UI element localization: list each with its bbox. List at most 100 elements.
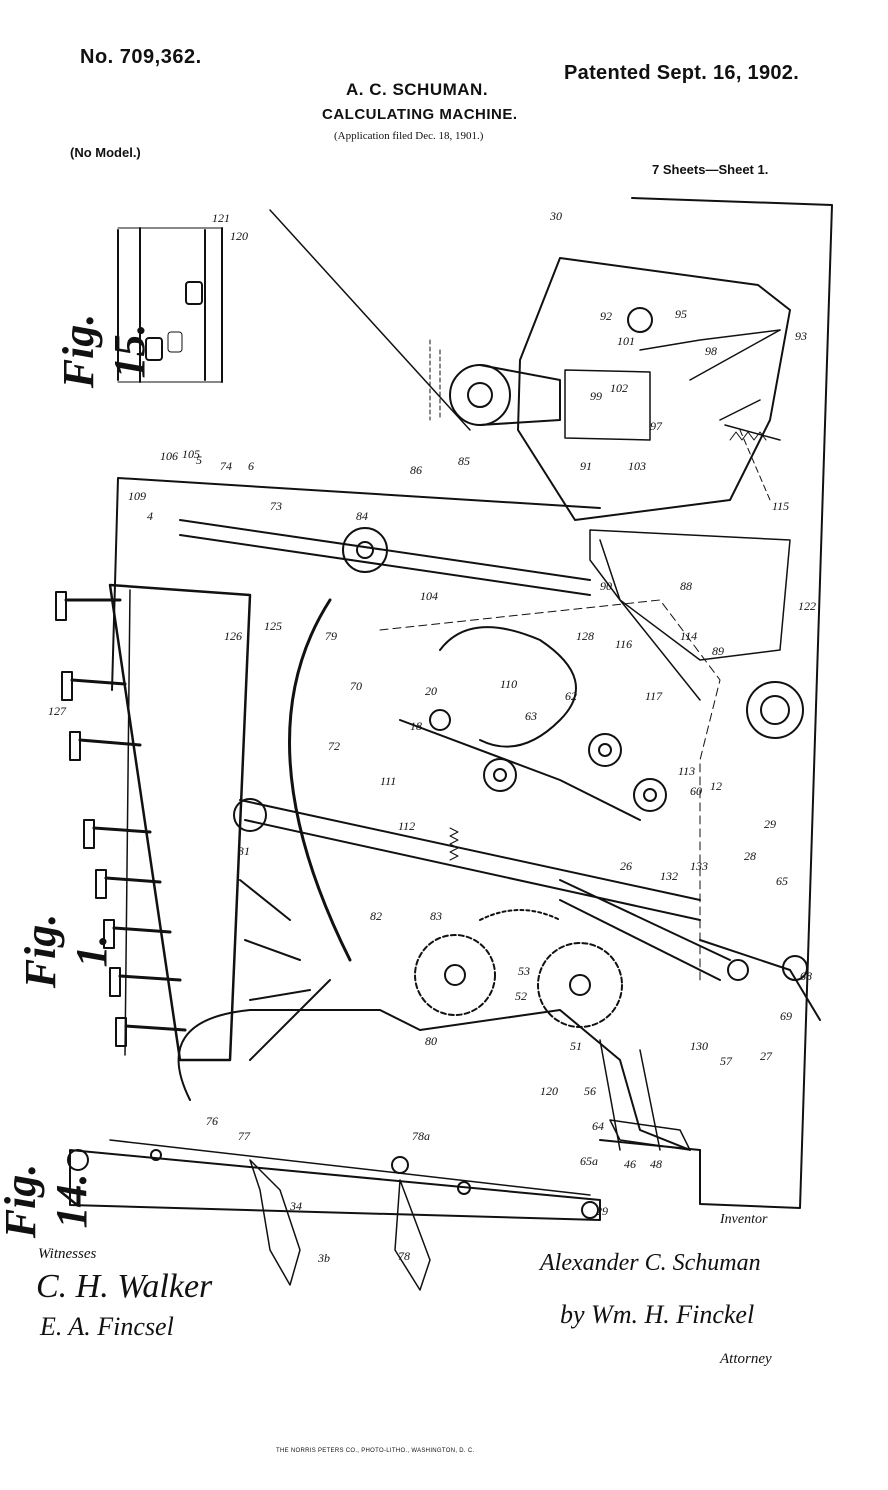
ref-27: 27 (760, 1049, 773, 1063)
ref-91: 91 (580, 459, 592, 473)
fig15-detail (117, 227, 223, 383)
ref-111: 111 (380, 774, 396, 788)
ref-56: 56 (584, 1084, 596, 1098)
ref-78a: 78a (412, 1129, 430, 1143)
ref-60: 60 (690, 784, 702, 798)
ref-103: 103 (628, 459, 646, 473)
ref-126: 126 (224, 629, 242, 643)
ref-106: 106 (160, 449, 178, 463)
ref-95: 95 (675, 307, 687, 321)
ref-127: 127 (48, 704, 67, 718)
ref-28: 28 (744, 849, 756, 863)
ref-90: 90 (600, 579, 612, 593)
ref-20: 20 (425, 684, 437, 698)
witness-signature-1: C. H. Walker (36, 1268, 213, 1305)
attorney-label: Attorney (720, 1351, 772, 1367)
ref-121: 121 (212, 211, 230, 225)
ref-133: 133 (690, 859, 708, 873)
ref-83: 83 (430, 909, 442, 923)
ref-6: 6 (248, 459, 254, 473)
ref-98: 98 (705, 344, 717, 358)
ref-63: 63 (525, 709, 537, 723)
ref-29: 29 (764, 817, 776, 831)
witnesses-label: Witnesses (38, 1246, 97, 1262)
ref-51: 51 (570, 1039, 582, 1053)
ref-102: 102 (610, 381, 628, 395)
ref-3b: 3b (317, 1251, 330, 1265)
ref-65: 65 (776, 874, 788, 888)
ref-34: 34 (289, 1199, 302, 1213)
ref-73: 73 (270, 499, 282, 513)
ref-62: 62 (565, 689, 577, 703)
ref-109: 109 (128, 489, 146, 503)
patent-number: No. 709,362. (80, 46, 202, 68)
ref-120: 120 (230, 229, 248, 243)
ref-82: 82 (370, 909, 382, 923)
ref-125: 125 (264, 619, 282, 633)
keyboard (55, 583, 331, 1062)
reference-numerals: 30 121 120 92 101 95 98 93 99 102 85 97 … (48, 209, 816, 1265)
inventor-name: A. C. SCHUMAN. (346, 80, 489, 99)
fig1-label: Fig. 1. (16, 913, 116, 989)
ref-70: 70 (350, 679, 362, 693)
patented-date: Patented Sept. 16, 1902. (564, 62, 800, 84)
ref-26: 26 (620, 859, 632, 873)
ref-18: 18 (410, 719, 422, 733)
ref-115: 115 (772, 499, 789, 513)
printing-unit (517, 257, 791, 521)
ref-79: 79 (325, 629, 337, 643)
inventor-signature: Alexander C. Schuman (540, 1250, 761, 1276)
ref-31: 31 (237, 844, 250, 858)
ref-105: 105 (182, 447, 200, 461)
witness-signature-2: E. A. Fincsel (40, 1312, 174, 1341)
ref-4: 4 (147, 509, 153, 523)
ref-89: 89 (712, 644, 724, 658)
ref-78: 78 (398, 1249, 410, 1263)
ref-117: 117 (645, 689, 663, 703)
main-frame (631, 197, 833, 1209)
ref-12: 12 (710, 779, 722, 793)
sheet-count: 7 Sheets—Sheet 1. (652, 162, 769, 177)
printer-footer: THE NORRIS PETERS CO., PHOTO-LITHO., WAS… (276, 1448, 475, 1454)
ref-86: 86 (410, 463, 422, 477)
ref-104: 104 (420, 589, 438, 603)
ref-53: 53 (518, 964, 530, 978)
ref-116: 116 (615, 637, 632, 651)
ref-64: 64 (592, 1119, 604, 1133)
fig14-lever (67, 1139, 601, 1291)
ref-85: 85 (458, 454, 470, 468)
ref-74: 74 (220, 459, 232, 473)
ref-84: 84 (356, 509, 368, 523)
ref-114: 114 (680, 629, 697, 643)
ref-101: 101 (617, 334, 635, 348)
gear-right (537, 942, 623, 1028)
ref-88: 88 (680, 579, 692, 593)
ref-97: 97 (650, 419, 663, 433)
ref-128: 128 (576, 629, 594, 643)
fig14-label: Fig. 14. (0, 1163, 96, 1239)
ref-30: 30 (549, 209, 562, 223)
ref-112: 112 (398, 819, 415, 833)
ref-132: 132 (660, 869, 678, 883)
ref-68: 68 (800, 969, 812, 983)
gear-left (414, 934, 496, 1016)
model-note: (No Model.) (70, 145, 141, 160)
ref-69: 69 (780, 1009, 792, 1023)
ref-110: 110 (500, 677, 517, 691)
ref-130: 130 (690, 1039, 708, 1053)
attorney-signature: by Wm. H. Finckel (560, 1300, 755, 1329)
ref-57: 57 (720, 1054, 733, 1068)
filing-date: (Application filed Dec. 18, 1901.) (334, 130, 484, 142)
ref-93: 93 (795, 329, 807, 343)
ref-65a: 65a (580, 1154, 598, 1168)
ref-46: 46 (624, 1157, 636, 1171)
ref-5: 5 (196, 453, 202, 467)
ref-76: 76 (206, 1114, 218, 1128)
ref-72: 72 (328, 739, 340, 753)
ref-29b: 29 (596, 1204, 608, 1218)
inventor-label: Inventor (720, 1212, 768, 1227)
patent-title: CALCULATING MACHINE. (322, 106, 518, 123)
ref-120b: 120 (540, 1084, 558, 1098)
ref-77: 77 (238, 1129, 251, 1143)
